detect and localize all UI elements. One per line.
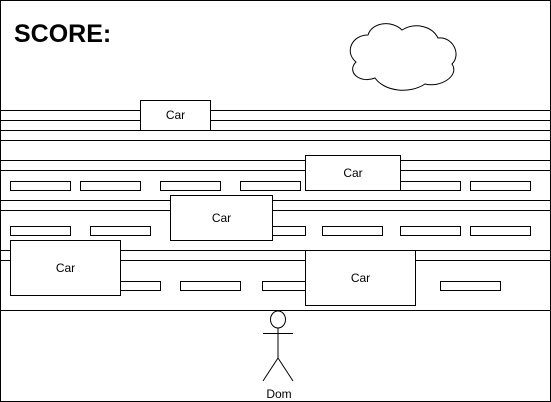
car: Car [305,155,401,191]
lane-dash [322,226,383,236]
car: Car [170,195,273,241]
lane-dash [90,226,151,236]
car-body [140,100,211,131]
lane-dash [262,281,306,291]
car: Car [10,240,121,296]
lane-dash [400,181,461,191]
lane-dash [470,181,531,191]
lane-dash [400,226,461,236]
score-label: SCORE: [14,20,112,48]
lane-dashes [10,181,531,291]
car-label: Car [166,108,185,122]
lane-dash [470,226,531,236]
car-label: Car [343,166,362,180]
car-label: Car [56,261,75,275]
lane-dash [160,181,221,191]
car: Car [140,100,211,131]
car-body [10,240,121,296]
stick-figure-icon [262,310,294,382]
lane-dash [120,281,161,291]
car-body [170,195,273,241]
lane-dash [272,226,306,236]
car-body [305,250,416,306]
car: Car [305,250,416,306]
lane-dash [240,181,301,191]
lane-dash [180,281,241,291]
car-label: Car [212,211,231,225]
player-name: Dom [266,387,291,401]
lane-dash [80,181,141,191]
lane-dash [10,181,71,191]
road [0,110,551,311]
lane-dash [10,226,71,236]
car-body [305,155,401,191]
cloud-icon [349,23,457,91]
lane-dash [440,281,501,291]
car-label: Car [351,271,370,285]
